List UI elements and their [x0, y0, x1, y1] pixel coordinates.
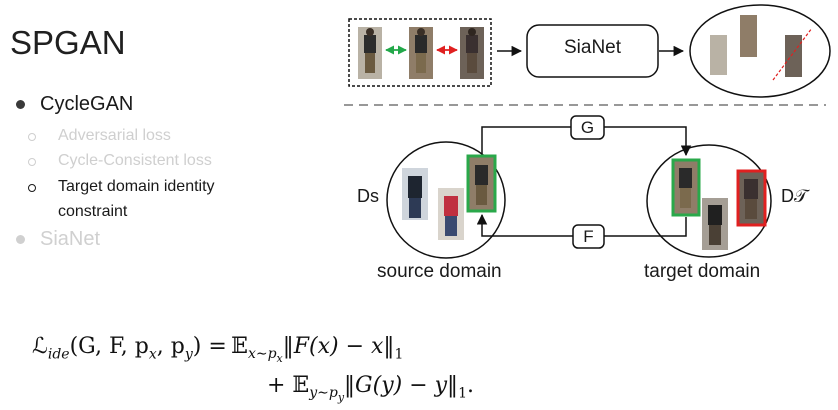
- formula-period: .: [466, 373, 474, 398]
- bullet-dot-icon: [16, 235, 25, 244]
- source-image-green-box: [466, 154, 497, 213]
- person-image-thumb: [785, 35, 802, 77]
- generator-g-label: G: [580, 118, 595, 137]
- plus-expectation: + 𝔼: [267, 373, 310, 398]
- person-image-thumb: [402, 168, 428, 220]
- generator-f-box: [572, 224, 605, 249]
- target-image-green-box: [671, 158, 701, 217]
- sub-bullet-target-domain-identity: Target domain identity: [28, 174, 215, 199]
- sub-bullet-continuation: constraint: [58, 203, 128, 220]
- target-domain-symbol: D𝒯: [781, 186, 808, 206]
- bullet-dot-icon: [16, 100, 25, 109]
- loss-symbol: ℒ: [32, 334, 48, 359]
- bullet-sianet-text: SiaNet: [40, 228, 101, 250]
- source-domain-label: source domain: [377, 261, 502, 282]
- hollow-bullet-icon: [28, 184, 36, 192]
- sub-bullet-text: Adversarial loss: [58, 127, 171, 144]
- loss-subscript: ide: [47, 346, 70, 363]
- sub-bullet-cycle-consistent-loss: Cycle-Consistent loss: [28, 148, 212, 173]
- person-image-thumb: [710, 35, 727, 75]
- norm-term: ‖F(x) − x‖: [282, 334, 395, 359]
- bullet-cyclegan-text: CycleGAN: [40, 93, 134, 115]
- person-image-thumb: [438, 188, 464, 240]
- target-domain-label: target domain: [644, 261, 761, 282]
- bullet-cyclegan: CycleGAN: [16, 93, 133, 116]
- sub-bullet-text: Cycle-Consistent loss: [58, 152, 212, 169]
- person-image-anchor: [358, 27, 382, 79]
- image-triplet-group: [348, 18, 492, 87]
- sianet-output-ellipse: [689, 4, 831, 98]
- person-image-negative: [460, 27, 484, 79]
- expectation-subscript-inner: y: [337, 391, 345, 405]
- generator-g-box: [570, 115, 605, 140]
- expectation-symbol: ) = 𝔼: [192, 334, 248, 359]
- identity-loss-formula-line2: + 𝔼y∼py‖G(y) − y‖1.: [267, 373, 474, 404]
- generator-f-label: F: [583, 227, 594, 246]
- target-domain-ellipse: [646, 144, 772, 258]
- expectation-subscript: x∼p: [247, 346, 277, 363]
- expectation-subscript: y∼p: [309, 385, 338, 402]
- slide-title: SPGAN: [10, 24, 126, 61]
- person-image-translated: [409, 27, 433, 79]
- sianet-label: SiaNet: [563, 37, 622, 58]
- sub-bullet-adversarial-loss: Adversarial loss: [28, 123, 171, 148]
- loss-args: (G, F, p: [69, 334, 149, 359]
- source-domain-symbol: Ds: [357, 186, 379, 206]
- separation-line: [772, 27, 813, 81]
- norm-term: ‖G(y) − y‖: [344, 373, 459, 398]
- norm-subscript: 1: [458, 385, 467, 402]
- hollow-bullet-icon: [28, 158, 36, 166]
- expectation-subscript-inner: x: [276, 352, 283, 366]
- person-image-thumb: [740, 15, 757, 57]
- norm-subscript: 1: [394, 346, 404, 363]
- py-subscript: y: [184, 346, 193, 363]
- hollow-bullet-icon: [28, 133, 36, 141]
- source-domain-ellipse: [386, 141, 506, 259]
- person-image-thumb: [702, 198, 728, 250]
- target-image-red-box: [736, 169, 767, 227]
- sub-bullet-text: Target domain identity: [58, 178, 215, 195]
- loss-args-sep: , p: [156, 334, 185, 359]
- px-subscript: x: [148, 346, 157, 363]
- bullet-sianet: SiaNet: [16, 228, 100, 251]
- sianet-box: [526, 24, 659, 78]
- identity-loss-formula-line1: ℒide(G, F, px, py) = 𝔼x∼px‖F(x) − x‖1: [32, 334, 403, 365]
